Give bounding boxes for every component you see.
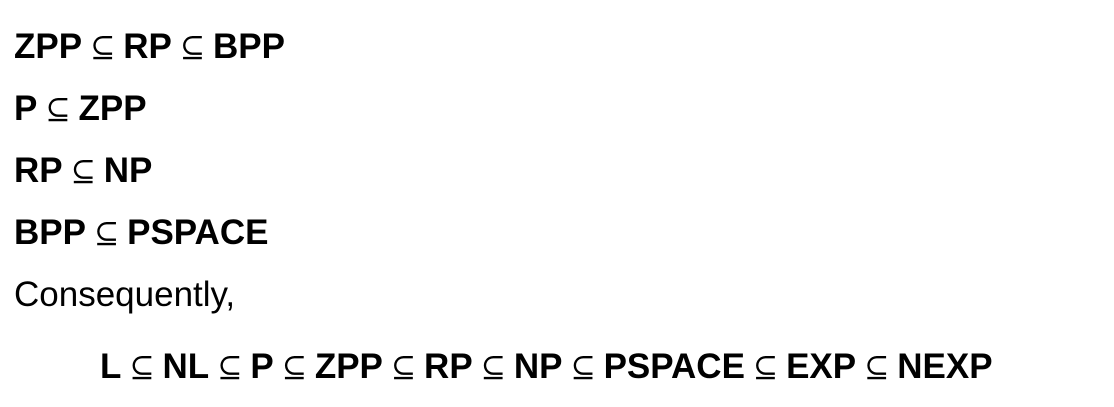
subset-symbol: ⊆ [45,92,71,127]
inclusion-rp-np: RP⊆NP [14,151,152,193]
inclusion-zpp-rp-bpp: ZPP⊆RP⊆BPP [14,27,285,69]
complexity-class: ZPP [14,27,83,66]
complexity-class: RP [14,151,63,190]
complexity-class: EXP [786,347,857,386]
subset-symbol: ⊆ [480,350,506,385]
complexity-class: NP [103,151,153,190]
complexity-class: RP [424,347,473,386]
complexity-class: ZPP [314,347,383,386]
complexity-class: BPP [212,27,285,66]
complexity-class: PSPACE [603,347,745,386]
complexity-class: ZPP [78,89,147,128]
complexity-class: NEXP [897,347,993,386]
subset-symbol: ⊆ [752,350,779,385]
complexity-class: P [250,347,274,386]
subset-symbol: ⊆ [179,30,205,65]
complexity-class: BPP [14,213,86,252]
subset-symbol: ⊆ [90,30,116,65]
subset-symbol: ⊆ [570,350,596,385]
connector-text: Consequently, [14,275,236,314]
subset-symbol: ⊆ [93,216,120,251]
inclusion-p-zpp: P⊆ZPP [14,89,147,131]
complexity-class: P [14,89,38,128]
subset-symbol: ⊆ [129,350,155,385]
subset-symbol: ⊆ [281,350,307,385]
subset-symbol: ⊆ [390,350,417,385]
inclusion-bpp-pspace: BPP⊆PSPACE [14,213,268,255]
complexity-class: RP [123,27,172,66]
inclusion-chain: L⊆NL⊆P⊆ZPP⊆RP⊆NP⊆PSPACE⊆EXP⊆NEXP [100,347,993,389]
complexity-class: PSPACE [127,213,269,252]
subset-symbol: ⊆ [70,154,96,189]
complexity-class: NL [162,347,210,386]
subset-symbol: ⊆ [864,350,890,385]
complexity-class: L [100,347,122,386]
subset-symbol: ⊆ [217,350,243,385]
complexity-class: NP [513,347,563,386]
